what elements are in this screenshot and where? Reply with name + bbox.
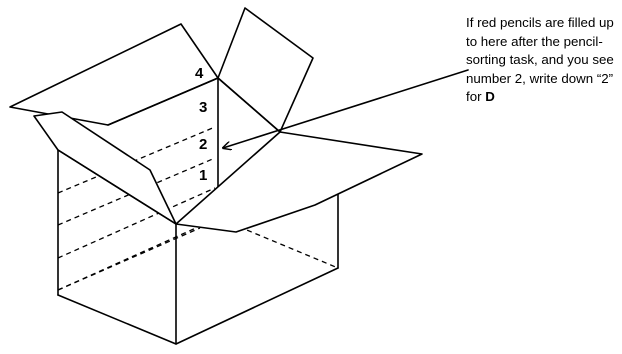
level-label-4: 4 [195,65,204,82]
callout-variable: D [485,89,495,104]
callout-arrow [223,69,469,148]
fill-line-level-1 [57,126,216,194]
level-label-1: 1 [199,167,207,184]
callout-sentence: If red pencils are filled up to here aft… [466,15,614,104]
box-front-rim [57,149,177,225]
level-labels: 1 2 3 4 [195,65,207,184]
box-hidden-bottom-edges [57,217,339,291]
box-back-left-flap [9,23,219,126]
fill-line-level-3 [57,187,216,259]
fill-line-level-4 [57,227,201,291]
box-front-left-flap [33,111,177,225]
box-back-right-flap [217,7,314,133]
callout-text: If red pencils are filled up to here aft… [466,14,616,107]
box-bottom-edges [57,267,339,345]
level-label-2: 2 [199,136,207,153]
level-label-3: 3 [199,99,207,116]
box-front-right-flap [175,131,423,233]
